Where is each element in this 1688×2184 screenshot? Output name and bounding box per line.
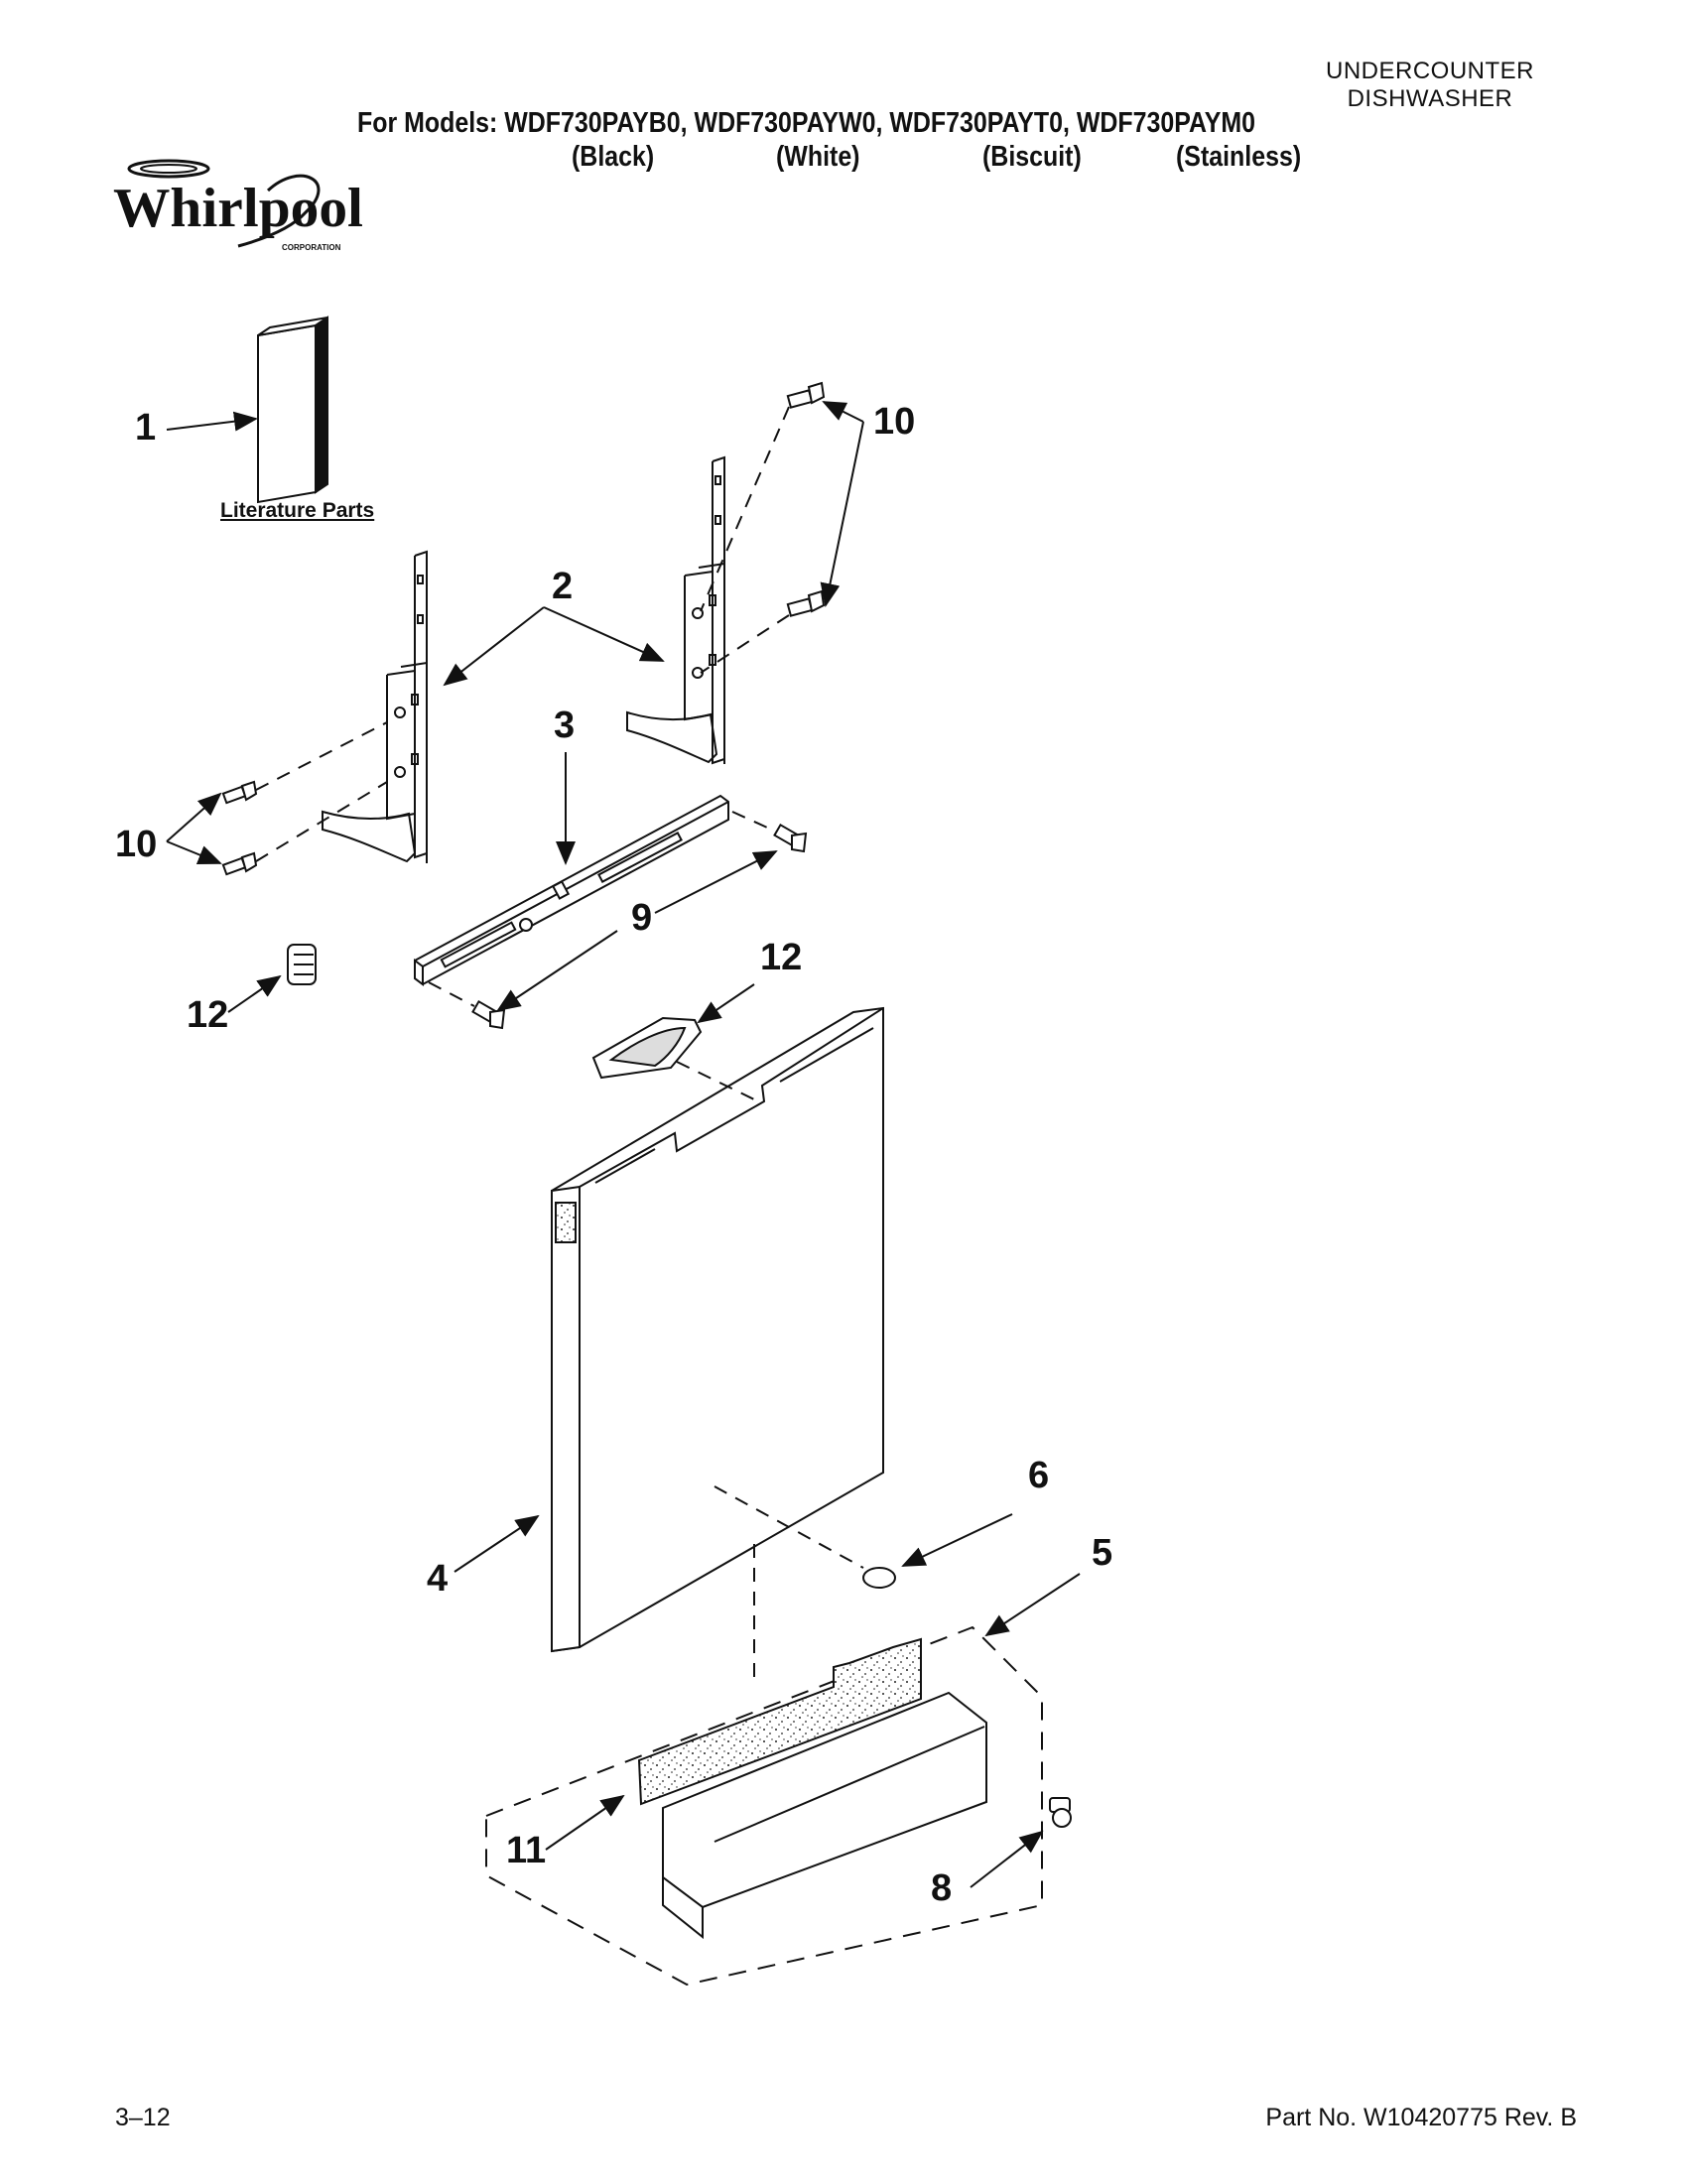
assembly-5-boundary — [485, 1625, 1043, 1987]
category-line-2: DISHWASHER — [1347, 85, 1513, 112]
rail-screw-right — [773, 823, 808, 853]
kick-plate — [662, 1691, 987, 1940]
variant-stainless: (Stainless) — [1176, 141, 1302, 173]
callout-6: 6 — [1028, 1455, 1050, 1496]
callout-5: 5 — [1092, 1532, 1113, 1574]
variant-biscuit: (Biscuit) — [982, 141, 1082, 173]
callout-4: 4 — [427, 1558, 449, 1600]
models-line: For Models: WDF730PAYB0, WDF730PAYW0, WD… — [357, 107, 1256, 139]
handle-cup — [591, 1016, 703, 1080]
page-number: 3–12 — [115, 2104, 171, 2131]
callout-12-left: 12 — [187, 994, 229, 1036]
callout-10-left: 10 — [115, 824, 158, 865]
variant-white: (White) — [776, 141, 860, 173]
logo-wordmark: Whirlpool — [113, 178, 363, 239]
screw-left-upper — [221, 780, 258, 805]
callout-1: 1 — [135, 407, 157, 449]
callout-12-right: 12 — [760, 937, 803, 978]
literature-parts-label: Literature Parts — [220, 499, 375, 522]
callout-2: 2 — [552, 566, 574, 607]
callout-11: 11 — [506, 1830, 547, 1871]
screw-right-upper — [786, 381, 826, 409]
foam-insulation — [637, 1637, 922, 1806]
screw-left-lower — [221, 851, 258, 876]
top-rail — [414, 794, 729, 986]
callout-10-right: 10 — [873, 401, 916, 443]
side-bracket-left — [322, 550, 428, 863]
screw-right-lower — [786, 589, 826, 617]
callout-3: 3 — [554, 705, 576, 746]
brand-logo: Whirlpool CORPORATION — [111, 151, 369, 260]
badge-oval — [862, 1567, 896, 1589]
rail-screw-left — [471, 999, 506, 1030]
kick-plate-screw — [1049, 1797, 1072, 1828]
product-category: UNDERCOUNTER DISHWASHER — [1301, 58, 1559, 113]
logo-corporation: CORPORATION — [282, 243, 341, 252]
door-panel — [551, 1006, 884, 1653]
callout-9: 9 — [631, 897, 653, 939]
callout-8: 8 — [931, 1867, 953, 1909]
brand-logo-graphic: Whirlpool CORPORATION — [113, 159, 363, 252]
clip-small — [287, 944, 317, 985]
part-number: Part No. W10420775 Rev. B — [1265, 2104, 1577, 2131]
side-bracket-right — [626, 455, 725, 765]
literature-book — [257, 316, 328, 504]
variant-black: (Black) — [572, 141, 655, 173]
category-line-1: UNDERCOUNTER — [1326, 58, 1534, 84]
leader-arrows — [166, 401, 1081, 1888]
